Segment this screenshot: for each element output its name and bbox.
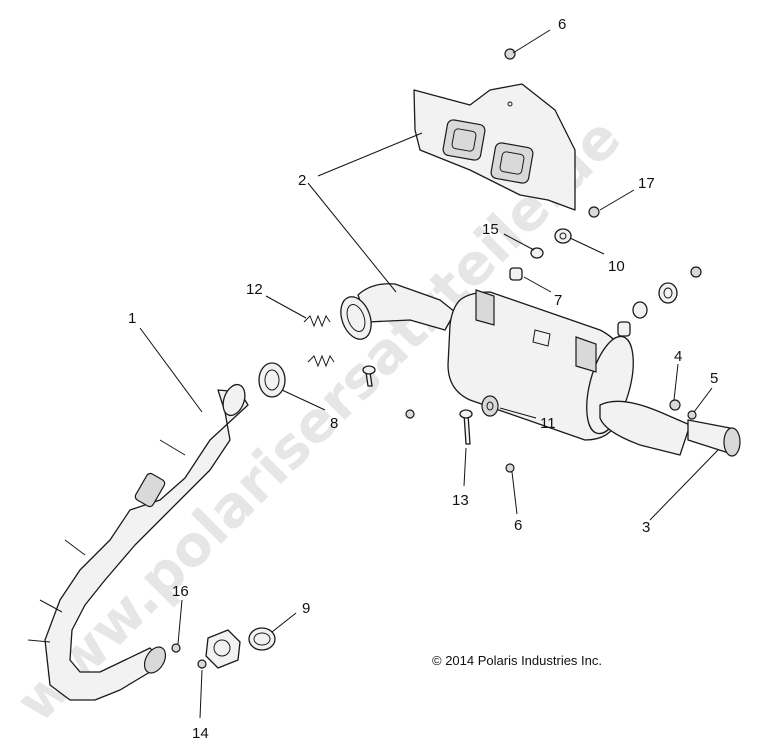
callout-7: 7 <box>554 292 562 309</box>
small-hardware <box>171 48 702 669</box>
bolt-13 <box>362 365 473 445</box>
callout-3: 3 <box>642 519 650 536</box>
callout-15: 15 <box>482 221 499 238</box>
callout-8: 8 <box>330 415 338 432</box>
tailpipe-tip <box>687 419 741 457</box>
callout-12: 12 <box>246 281 263 298</box>
gasket-8 <box>258 362 286 398</box>
copyright-text: © 2014 Polaris Industries Inc. <box>432 653 602 668</box>
callout-17: 17 <box>638 175 655 192</box>
springs <box>303 314 335 368</box>
callout-4: 4 <box>674 348 682 365</box>
callout-11: 11 <box>540 415 556 432</box>
callout-9: 9 <box>302 600 310 617</box>
callout-6-bottom: 6 <box>514 517 522 534</box>
heat-shield <box>413 83 576 211</box>
callout-6-top: 6 <box>558 16 566 33</box>
callout-16: 16 <box>172 583 189 600</box>
callout-5: 5 <box>710 370 718 387</box>
leader-lines <box>139 29 719 719</box>
gasket-9 <box>248 627 276 651</box>
callout-13: 13 <box>452 492 469 509</box>
callout-2: 2 <box>298 172 306 189</box>
header-pipe <box>27 383 249 701</box>
callouts: 1 2 3 4 5 6 6 7 8 9 10 11 12 13 14 15 16… <box>128 16 718 742</box>
callout-10: 10 <box>608 258 625 275</box>
callout-14: 14 <box>192 725 209 742</box>
flange-14 <box>205 629 241 669</box>
callout-1: 1 <box>128 310 136 327</box>
